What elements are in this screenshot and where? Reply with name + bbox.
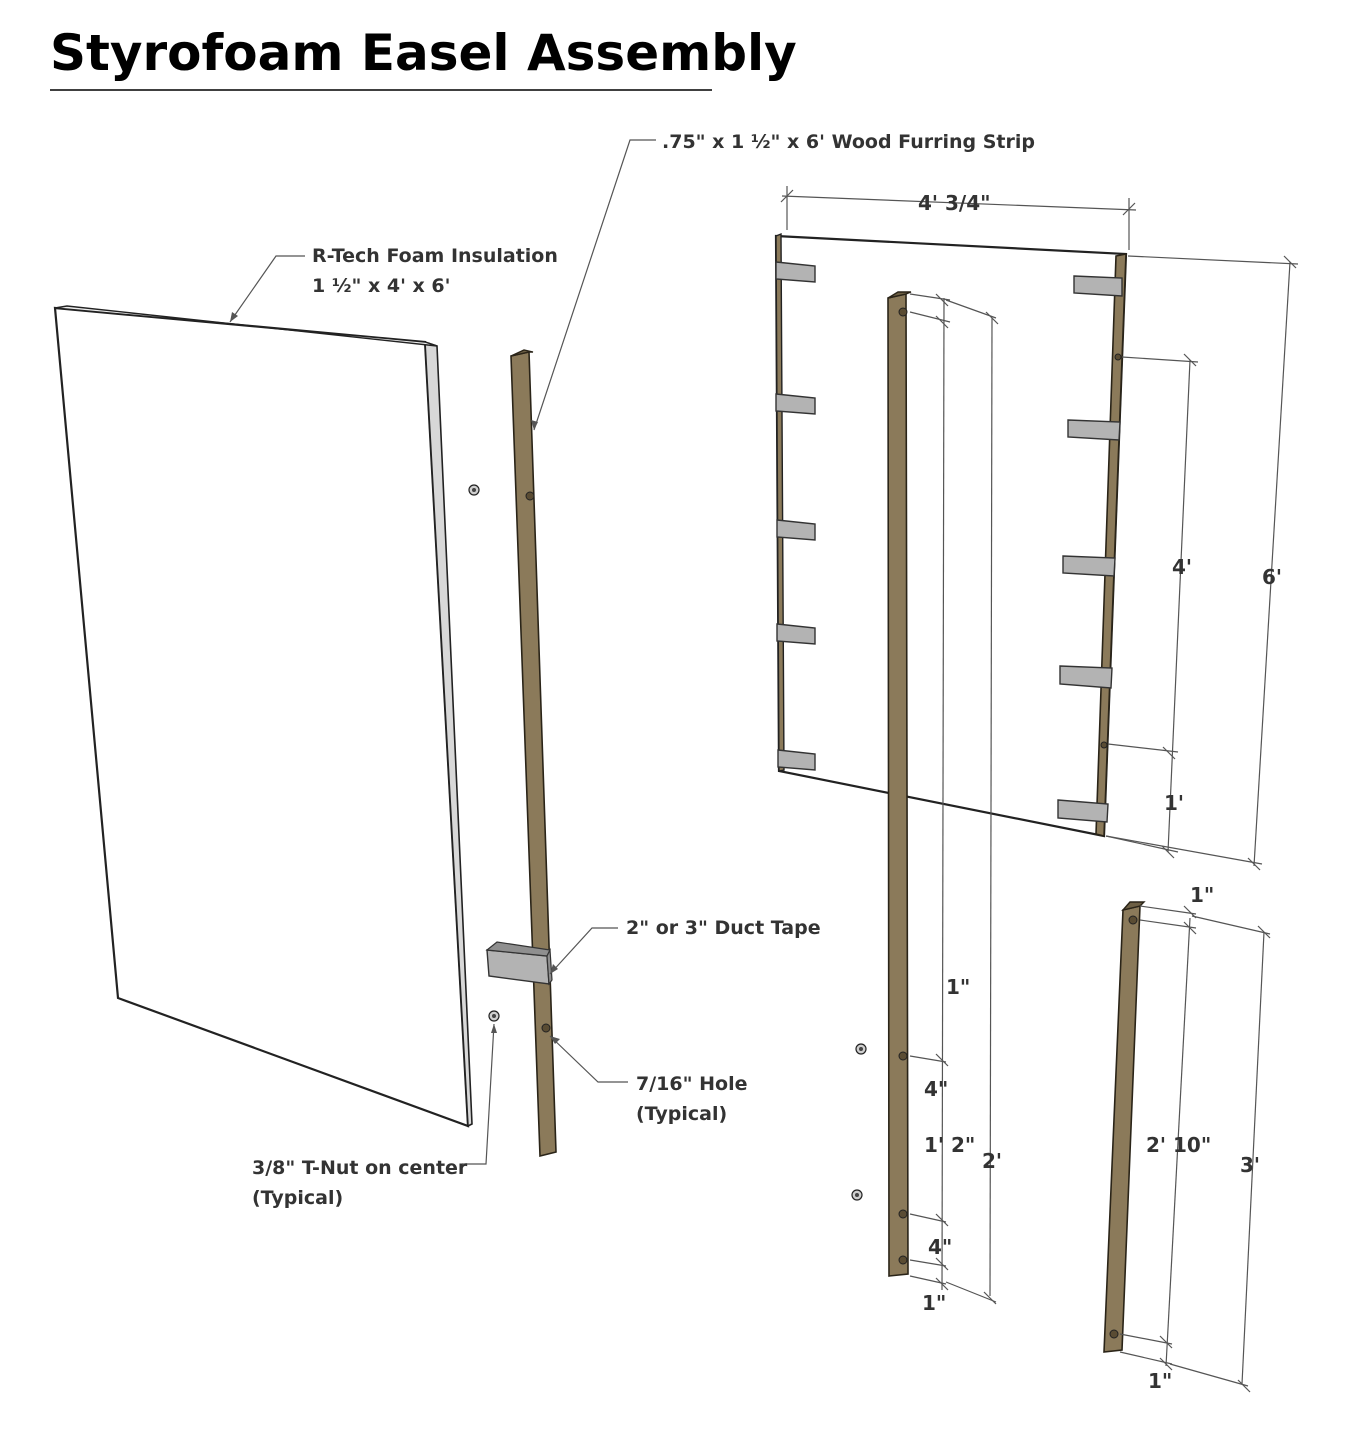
short-lower-gap-label: 4" — [928, 1235, 952, 1259]
furring-strip — [510, 349, 557, 1158]
foam-label-line1: R-Tech Foam Insulation — [312, 245, 558, 267]
t-nut-lower — [488, 1010, 500, 1022]
short-middle-label: 1' 2" — [924, 1133, 975, 1157]
panel-tape — [1057, 799, 1109, 823]
t-nut-short-lower — [851, 1189, 863, 1201]
long-top-label: 1" — [1190, 883, 1214, 907]
panel-tape — [776, 623, 816, 645]
assembled-width-label: 4' 3/4" — [918, 191, 991, 215]
short-total-label: 2' — [982, 1149, 1002, 1173]
strip-hole-upper — [525, 491, 535, 501]
leader-lines — [229, 139, 656, 1165]
tnut-label-line1: 3/8" T-Nut on center — [252, 1157, 468, 1179]
panel-tape — [776, 519, 816, 541]
strip-hole-lower — [541, 1023, 551, 1033]
hole-label-line2: (Typical) — [636, 1103, 727, 1125]
furring-strip-label: .75" x 1 ½" x 6' Wood Furring Strip — [662, 131, 1035, 153]
dim-long-leg — [1119, 905, 1271, 1393]
long-bottom-label: 1" — [1148, 1369, 1172, 1393]
assembled-panel — [774, 232, 1128, 838]
dim-short-leg — [909, 293, 999, 1305]
foam-label-line2: 1 ½" x 4' x 6' — [312, 275, 450, 297]
t-nut-short-upper — [855, 1043, 867, 1055]
short-top-label: 1" — [946, 975, 970, 999]
long-middle-label: 2' 10" — [1146, 1133, 1211, 1157]
short-upper-gap-label: 4" — [924, 1077, 948, 1101]
duct-tape-piece — [485, 941, 553, 986]
bottom-offset-label: 1' — [1164, 791, 1184, 815]
long-total-label: 3' — [1240, 1153, 1260, 1177]
panel-tape — [775, 261, 816, 283]
hole-spacing-label: 4' — [1172, 555, 1192, 579]
panel-tape — [1067, 419, 1121, 441]
tnut-label-line2: (Typical) — [252, 1187, 343, 1209]
panel-tape — [775, 393, 816, 415]
hole-label-line1: 7/16" Hole — [636, 1073, 747, 1095]
short-leg — [887, 291, 912, 1277]
short-bottom-label: 1" — [922, 1291, 946, 1315]
dim-panel-verticals — [1105, 255, 1299, 871]
page-title: Styrofoam Easel Assembly — [50, 24, 797, 82]
t-nut-upper — [468, 484, 480, 496]
long-leg — [1103, 901, 1146, 1353]
panel-tape — [1073, 275, 1123, 297]
panel-tape — [1059, 665, 1113, 689]
duct-tape-label: 2" or 3" Duct Tape — [626, 917, 821, 939]
panel-tape — [1062, 555, 1116, 577]
panel-tape — [777, 749, 816, 771]
dim-assembled-width — [780, 186, 1137, 250]
foam-board — [53, 305, 473, 1128]
strip-total-label: 6' — [1262, 565, 1282, 589]
